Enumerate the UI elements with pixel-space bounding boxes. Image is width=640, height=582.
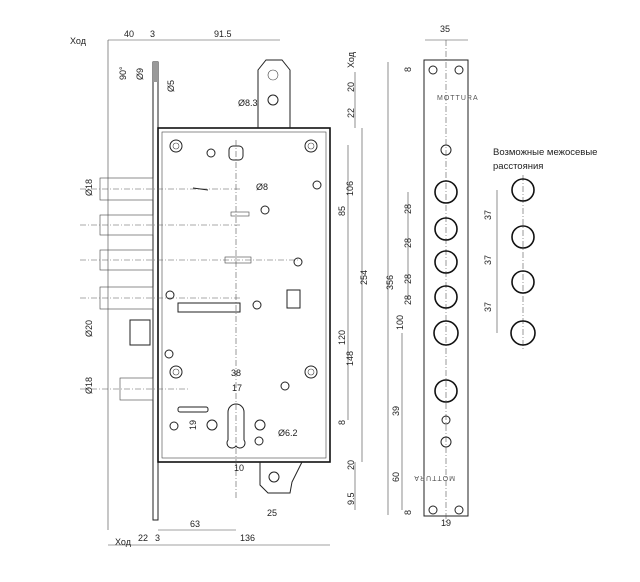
brand-bottom: MOTTURA	[413, 474, 455, 481]
dimension-label-strike: 28	[403, 274, 413, 284]
top-tab	[257, 59, 291, 128]
travel-label-bottom: Ход	[115, 537, 132, 547]
bolts	[80, 177, 300, 401]
dimension-label-strike: 39	[391, 406, 401, 416]
dimension-label-strike: 28	[403, 238, 413, 248]
dimension-label-strike: 8	[403, 67, 413, 72]
dimension-label-strike: 8	[403, 510, 413, 515]
caption-line2: расстояния	[493, 161, 543, 172]
dimension-label-strike: 60	[391, 472, 401, 482]
dimension-label-body_right: 85	[337, 206, 347, 216]
dimension-label-body_right: 9.5	[346, 492, 356, 505]
dimension-label-bottom: 3	[155, 533, 160, 543]
dimension-label-body_right: 20	[346, 460, 356, 470]
dimension-label-body_right: 20	[346, 82, 356, 92]
dimension-label-body_right: 254	[359, 270, 369, 285]
dimension-label-strike: 28	[403, 204, 413, 214]
bottom-tab-hole	[268, 471, 280, 483]
lock-internals	[164, 139, 322, 500]
dimension-label-top: 91.5	[214, 29, 232, 39]
dimension-label-cylinder: 10	[234, 463, 244, 473]
dimension-label-left: Ø5	[166, 80, 176, 92]
faceplate-screw-section	[153, 62, 158, 82]
dimension-label-left: Ø8.3	[238, 98, 258, 108]
dimension-label-left: Ø9	[135, 68, 145, 80]
dimension-label-bottom: 63	[190, 519, 200, 529]
travel-label-top: Ход	[70, 36, 87, 46]
dimension-label-left: Ø18	[84, 377, 94, 394]
dimension-label-spacing: 37	[483, 255, 493, 265]
lock-body	[157, 127, 331, 463]
dimension-label-strike: 28	[403, 295, 413, 305]
dimension-label-cylinder: Ø6.2	[278, 428, 298, 438]
dimension-label-body_right: 148	[345, 351, 355, 366]
lock-body-inner	[161, 131, 327, 459]
dimension-label-top: 40	[124, 29, 134, 39]
dimension-label-body_right: 356	[385, 275, 395, 290]
caption-line1: Возможные межосевые	[493, 147, 597, 158]
dimension-label-cylinder: 38	[231, 368, 241, 378]
dimension-label-strike: 19	[441, 518, 451, 528]
dimension-label-spacing: 37	[483, 302, 493, 312]
tab-hole	[267, 94, 279, 106]
dimension-label-top: 3	[150, 29, 155, 39]
dimension-label-left: Ø18	[84, 179, 94, 196]
dimension-label-body_right: 22	[346, 108, 356, 118]
dimension-label-left: Ø8	[256, 182, 268, 192]
dimension-label-cylinder: 19	[188, 420, 198, 430]
dimension-label-bottom: 22	[138, 533, 148, 543]
spacing-options	[510, 175, 536, 350]
dimension-lines	[107, 39, 498, 546]
dimension-label-body_right: 106	[345, 181, 355, 196]
dimension-label-spacing: 37	[483, 210, 493, 220]
dimension-label-cylinder: 17	[232, 383, 242, 393]
dimension-label-bottom: 136	[240, 533, 255, 543]
dimension-label-top: 35	[440, 24, 450, 34]
dimension-label-cylinder: 25	[267, 508, 277, 518]
dimension-label-left: Ø20	[84, 320, 94, 337]
dimension-label-strike: 100	[395, 315, 405, 330]
bottom-tab	[259, 461, 303, 494]
dimension-label-body_right: 120	[337, 330, 347, 345]
strike-holes	[428, 65, 464, 515]
dimension-label-body_right: 8	[337, 420, 347, 425]
brand-top: MOTTURA	[437, 95, 479, 102]
travel-label-side: Ход	[346, 51, 356, 68]
dimension-label-left: 90°	[118, 66, 128, 80]
tab-hole-upper	[267, 69, 279, 81]
